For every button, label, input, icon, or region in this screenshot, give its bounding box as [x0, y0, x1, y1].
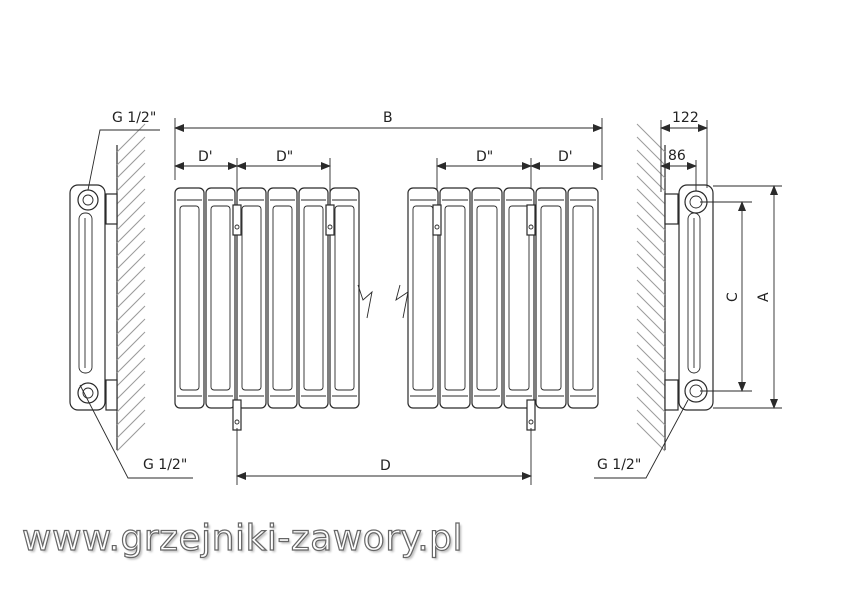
right-top-bracket — [664, 193, 679, 225]
right-bottom-bracket — [664, 379, 679, 411]
front-view — [174, 118, 603, 485]
radiator-section — [329, 187, 360, 409]
mounting-bracket — [232, 204, 242, 236]
left-side-view — [69, 123, 193, 479]
top-left-leader — [87, 129, 160, 191]
radiator-section — [567, 187, 599, 409]
radiator-section — [267, 187, 298, 409]
radiator-section — [471, 187, 503, 409]
right-radiator-body — [678, 184, 714, 411]
bottom-left-connection-label: G 1/2" — [143, 457, 187, 473]
dimension-d-prime-left-label: D' — [198, 149, 213, 165]
left-bottom-connection — [77, 382, 99, 404]
dimension-d-double-left-label: D" — [276, 149, 293, 165]
watermark-url: www.grzejniki-zawory.pl — [21, 517, 464, 559]
radiator-section — [503, 187, 535, 409]
dimension-122-label: 122 — [672, 110, 699, 126]
bottom-right-connection-label: G 1/2" — [597, 457, 641, 473]
radiator-left-block — [174, 187, 360, 431]
dimension-d-label: D — [380, 458, 391, 474]
mounting-bracket — [526, 399, 536, 431]
left-radiator-channel — [78, 212, 93, 374]
right-wall-hatch — [636, 123, 666, 452]
mounting-bracket — [232, 399, 242, 431]
radiator-section — [174, 187, 205, 409]
right-side-view — [594, 120, 782, 479]
left-radiator-body — [69, 184, 106, 411]
radiator-right-block — [407, 187, 599, 431]
dimension-86-label: 86 — [668, 148, 686, 164]
bottom-right-leader — [594, 399, 689, 479]
radiator-section — [535, 187, 567, 409]
dimension-d-prime-right-label: D' — [558, 149, 573, 165]
break-mark-right — [395, 284, 409, 319]
dimension-d-double-right-label: D" — [476, 149, 493, 165]
mounting-bracket — [325, 204, 335, 236]
left-top-connection — [77, 189, 99, 211]
mounting-bracket — [432, 204, 442, 236]
dimension-c-label: C — [725, 292, 741, 302]
mounting-bracket — [526, 204, 536, 236]
dimension-a-label: A — [756, 292, 772, 302]
top-left-connection-label: G 1/2" — [112, 110, 156, 126]
radiator-section — [439, 187, 471, 409]
left-wall-hatch — [116, 123, 146, 452]
left-top-bracket — [105, 193, 118, 225]
bottom-left-leader — [79, 384, 193, 479]
break-mark-left — [357, 284, 373, 319]
radiator-section — [298, 187, 329, 409]
dimension-b-label: B — [383, 110, 393, 126]
radiator-section — [407, 187, 439, 409]
left-bottom-bracket — [105, 379, 118, 411]
radiator-section — [236, 187, 267, 409]
radiator-section — [205, 187, 236, 409]
